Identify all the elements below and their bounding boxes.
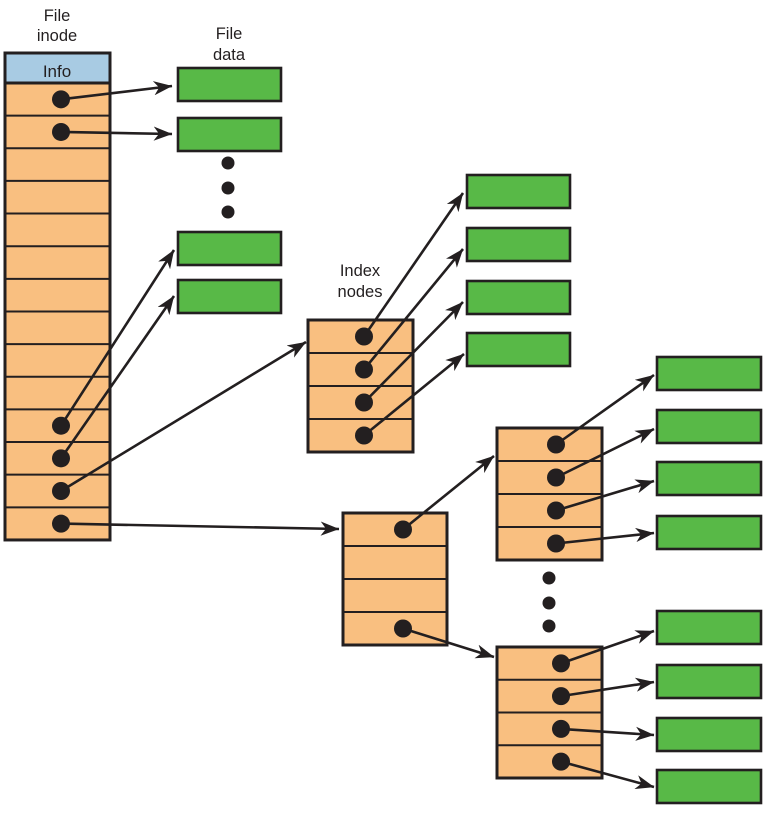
index-nodes-label-line2: nodes (338, 283, 383, 301)
pointer-arrow (555, 479, 655, 512)
pointer-arrow (560, 760, 655, 790)
pointer-arrow (60, 521, 340, 536)
pointer-arrow (560, 677, 655, 698)
pointer-arrow (555, 373, 655, 446)
pointer-arrow (560, 726, 655, 741)
pointer-arrow (402, 454, 495, 531)
index-pointer-dot (547, 468, 565, 487)
inode-info-row (3, 51, 112, 85)
file-data-label-line2: data (213, 46, 246, 64)
pointer-dots-layer (52, 90, 570, 771)
index-pointer-dot (355, 426, 373, 445)
index-pointer-dot (355, 360, 373, 379)
index-pointer-dot (552, 719, 570, 738)
index-pointer-dot (355, 393, 373, 412)
index-pointer-dot (547, 435, 565, 454)
pointer-arrow (60, 340, 307, 493)
file-inode-label-line1: File (44, 7, 71, 25)
file-data-block (655, 408, 763, 445)
pointer-arrow (402, 627, 495, 659)
file-data-block (176, 116, 283, 153)
file-data-block (465, 331, 572, 368)
pointer-arrow (60, 126, 173, 141)
pointer-arrow (362, 248, 465, 371)
info-label: Info (43, 62, 71, 81)
inode-pointer-dot (52, 482, 70, 500)
file-data-block (176, 66, 283, 103)
file-data-label-line1: File (216, 25, 243, 43)
file-data-block (655, 514, 763, 551)
ellipsis-dot (542, 596, 556, 610)
tables-and-blocks-layer (3, 51, 763, 805)
file-data-block (176, 278, 283, 315)
file-data-block (465, 173, 572, 210)
ellipsis-dot (221, 181, 235, 195)
pointer-arrow (60, 81, 173, 101)
ellipsis-dot (542, 571, 556, 585)
file-data-block (176, 230, 283, 267)
index-pointer-dot (547, 501, 565, 520)
file-data-block (655, 716, 763, 753)
ellipsis-dot (221, 205, 235, 219)
ellipsis-dot (542, 619, 556, 633)
inode-pointer-dot (52, 416, 70, 435)
file-data-block (655, 609, 763, 646)
file-data-block (655, 768, 763, 805)
inode-pointer-dot (52, 514, 70, 533)
file-data-block (655, 355, 763, 392)
pointer-arrows-layer (59, 81, 655, 790)
pointer-arrow (555, 527, 655, 545)
pointer-arrow (59, 295, 176, 460)
inode-pointer-dot (52, 449, 70, 468)
file-data-block (655, 460, 763, 497)
index-pointer-dot (394, 520, 412, 539)
pointer-arrow (560, 629, 655, 665)
index-pointer-dot (552, 654, 570, 673)
pointer-arrow (363, 352, 465, 437)
inode-pointer-dot (52, 122, 70, 141)
file-data-block (465, 279, 572, 316)
index-pointer-dot (394, 619, 412, 638)
file-data-block (465, 226, 572, 263)
file-inode-label-line2: inode (37, 27, 77, 45)
index-pointer-dot (552, 752, 570, 771)
ellipsis-dot (221, 156, 235, 170)
index-pointer-dot (355, 327, 373, 346)
inode-pointer-dot (52, 90, 70, 109)
file-data-block (655, 663, 763, 700)
pointer-arrow (363, 301, 464, 404)
pointer-arrow (59, 249, 176, 427)
index-pointer-dot (547, 534, 565, 553)
index-pointer-dot (552, 687, 570, 706)
pointer-arrow (362, 192, 465, 338)
index-nodes-label-line1: Index (340, 262, 381, 280)
pointer-arrow (555, 427, 655, 479)
